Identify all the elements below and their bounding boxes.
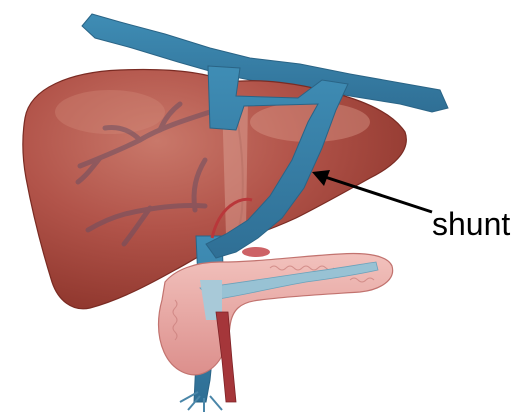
duct-node bbox=[242, 247, 270, 257]
shunt-label: shunt bbox=[432, 206, 510, 242]
